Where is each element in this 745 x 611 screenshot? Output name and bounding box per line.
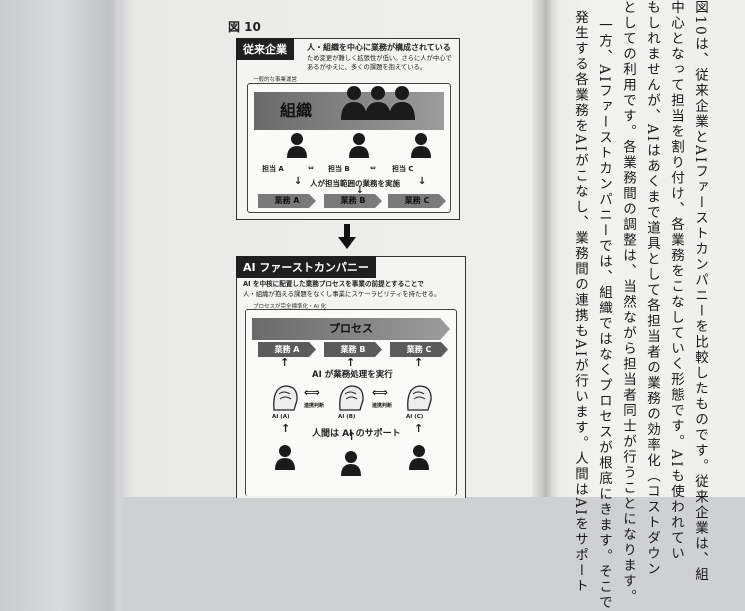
traditional-diagram: 組織 担当 A 担当 B 担当 C ⇔ ⇔ 人が担当範囲の業務を実施 ↓ ↓ ↓… <box>247 83 451 213</box>
link-label: 連携判断 <box>372 403 393 409</box>
traditional-company-panel: 従来企業 人・組織を中心に業務が構成されている ため変更が難しく拡張性が低い。さ… <box>236 38 460 220</box>
task-c: 業務 C <box>388 194 446 208</box>
person-icon <box>411 133 431 158</box>
text-column: 図10は、従来企業とAIファーストカンパニーを比較したものです。従来企業は、組 <box>692 0 708 583</box>
text-column: 発生する各業務をAIがこなし、業務間の連携もAIが行います。人間はAIをサポート <box>572 10 588 595</box>
leader-group-icon <box>341 86 415 120</box>
down-arrow-icon: ↓ <box>356 186 364 196</box>
task-a: 業務 A <box>258 342 316 357</box>
ai-label-b: AI (B) <box>338 414 356 420</box>
up-arrow-icon: ↑ <box>347 430 357 443</box>
ai-first-company-panel: AI ファーストカンパニー AI を中核に配置した業務プロセスを事業の前提とする… <box>236 256 466 498</box>
right-page <box>558 0 745 497</box>
down-arrow-icon: ↓ <box>294 176 303 187</box>
task-b: 業務 B <box>324 194 382 208</box>
task-a: 業務 A <box>258 194 316 208</box>
link-arrow-icon: ⟺ <box>372 386 388 399</box>
person-icon <box>275 445 295 470</box>
person-label-a: 担当 A <box>262 165 284 173</box>
process-band: プロセス <box>252 318 450 340</box>
up-arrow-icon: ↑ <box>280 356 290 369</box>
person-icon <box>287 133 307 158</box>
arrow-icon: ⇔ <box>308 164 314 172</box>
text-column: 一方、AIファーストカンパニーでは、組織ではなくプロセスが根底にきます。そこで <box>596 18 612 611</box>
link-arrow-icon: ⟺ <box>304 386 320 399</box>
ai-first-desc-1: AI を中核に配置した業務プロセスを事業の前提とすることで <box>243 280 424 288</box>
ai-brain-icon <box>339 385 364 411</box>
person-label-b: 担当 B <box>328 165 350 173</box>
ai-first-desc-2: 人・組織が抱える課題をなくし事業にスケーラビリティを持たせる。 <box>243 290 441 298</box>
traditional-tag: 従来企業 <box>236 38 294 60</box>
traditional-desc: ため変更が難しく拡張性が低い。さらに人が中心であるがゆえに、多くの課題を抱えてい… <box>307 55 452 71</box>
ai-caption: AI が業務処理を実行 <box>312 370 393 380</box>
up-arrow-icon: ↑ <box>414 422 424 435</box>
ai-brain-icon <box>407 385 432 411</box>
traditional-caption: 人が担当範囲の業務を実施 <box>310 179 400 188</box>
figure-label: 図 10 <box>228 20 261 34</box>
support-caption: 人間は AI のサポート <box>312 429 401 439</box>
down-arrow-icon: ↓ <box>418 176 427 187</box>
up-arrow-icon: ↑ <box>414 356 424 369</box>
text-column: もしれませんが、AIはあくまで道具として各担当者の業務の効率化（コストダウン <box>644 0 660 578</box>
ai-label-c: AI (C) <box>406 414 424 420</box>
person-icon <box>349 133 369 158</box>
book-gutter <box>532 0 560 497</box>
ai-first-subtitle: プロセスが完全標準化・AI 化 <box>253 304 327 310</box>
person-label-c: 担当 C <box>392 165 414 173</box>
ai-first-diagram: プロセス 業務 A 業務 B 業務 C ↑ ↑ ↑ AI が業務処理を実行 ⟺ … <box>245 309 457 496</box>
ai-first-tag: AI ファーストカンパニー <box>236 256 376 278</box>
person-icon <box>409 445 429 470</box>
text-column: 中心となって担当を割り付け、各業務をこなしていく形態です。AIも使われてい <box>668 0 684 562</box>
ai-label-a: AI (A) <box>272 414 290 420</box>
transition-arrow-icon <box>338 224 356 249</box>
link-label: 連携判断 <box>304 403 325 409</box>
up-arrow-icon: ↑ <box>346 356 356 369</box>
person-icon <box>341 451 361 476</box>
arrow-icon: ⇔ <box>370 164 376 172</box>
ai-brain-icon <box>273 385 298 411</box>
traditional-subtitle: 一般的な事業運営 <box>253 77 298 83</box>
traditional-headline: 人・組織を中心に業務が構成されている <box>307 43 451 52</box>
task-b: 業務 B <box>324 342 382 357</box>
text-column: としての利用です。各業務間の調整は、当然ながら担当者同士が行うことになります。 <box>620 0 636 605</box>
up-arrow-icon: ↑ <box>281 422 291 435</box>
task-c: 業務 C <box>390 342 448 357</box>
